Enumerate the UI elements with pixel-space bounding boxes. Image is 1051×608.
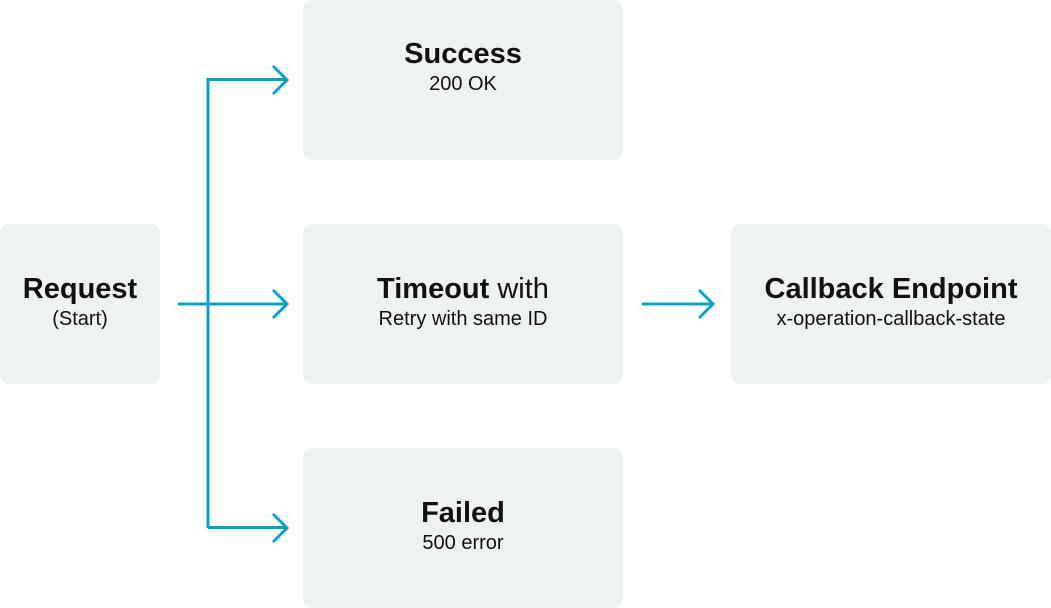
node-request-title: Request [22, 273, 138, 305]
node-success-title: Success [404, 38, 522, 70]
node-failed-title: Failed [421, 497, 505, 529]
node-failed-subtitle: 500 error [422, 532, 504, 554]
arrowhead-success [271, 64, 290, 96]
node-success-subtitle: 200 OK [429, 73, 497, 95]
node-timeout-title-suffix: with [489, 273, 549, 305]
node-callback-title: Callback Endpoint [764, 273, 1018, 305]
arrowhead-timeout [271, 288, 290, 320]
node-callback-subtitle: x-operation-callback-state [776, 308, 1006, 330]
node-timeout-title: Timeout [377, 273, 490, 305]
arrowhead-failed [271, 512, 290, 544]
node-timeout: Timeout with Retry with same ID [303, 224, 623, 384]
node-request-subtitle: (Start) [52, 308, 108, 330]
node-timeout-subtitle: Retry with same ID [378, 308, 548, 330]
node-callback: Callback Endpoint x-operation-callback-s… [731, 224, 1051, 384]
node-success: Success 200 OK [303, 0, 623, 160]
node-timeout-title-line: Timeout with [377, 272, 549, 306]
node-failed: Failed 500 error [303, 448, 623, 608]
node-request: Request (Start) [0, 224, 160, 384]
arrowhead-callback [697, 288, 716, 320]
